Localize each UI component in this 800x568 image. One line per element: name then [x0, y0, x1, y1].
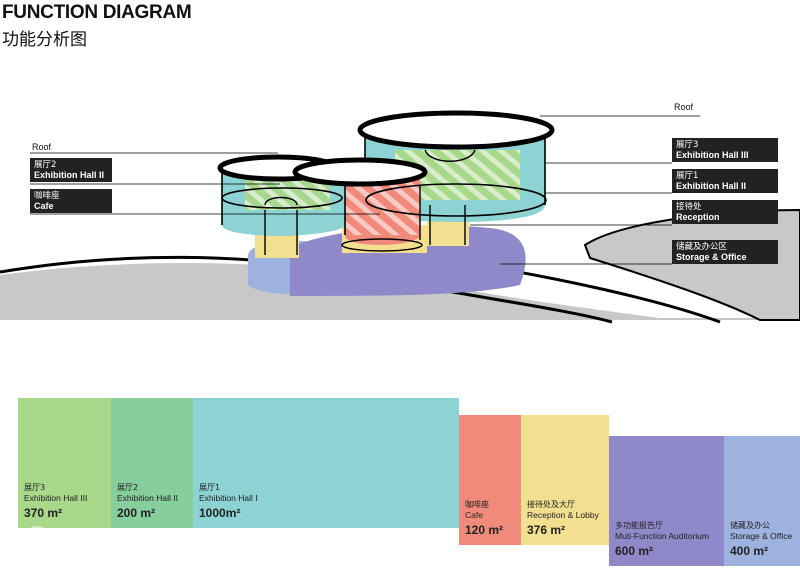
label-roof-right: Roof [674, 102, 694, 112]
label-storage-office: 储藏及办公区 Storage & Office [672, 240, 778, 264]
label-exhibition-hall-2: 展厅2 Exhibition Hall II [30, 158, 112, 182]
area-block-hall1: 展厅1 Exhibition Hall I 1000m² [193, 398, 459, 528]
label-roof-left: Roof [32, 142, 52, 152]
watermark-logo: 筑龙学社 TRUEART.COM [20, 522, 130, 558]
label-exhibition-hall-3: 展厅3 Exhibition Hall III [672, 138, 778, 162]
area-block-auditorium: 多功能报告厅 Muti-Function Auditorium 600 m² [609, 436, 724, 566]
page-title: FUNCTION DIAGRAM [2, 2, 192, 23]
roof-hall3 [357, 110, 555, 150]
watermark-ring-icon [24, 526, 50, 552]
area-block-storage: 储藏及办公 Storage & Office 400 m² [724, 436, 800, 566]
roof-cafe [292, 157, 428, 187]
area-block-reception: 接待处及大厅 Reception & Lobby 376 m² [521, 415, 609, 545]
right-hill-shape [583, 208, 800, 321]
area-block-hall2: 展厅2 Exhibition Hall II 200 m² [111, 398, 193, 528]
label-cafe: 咖啡座 Cafe [30, 189, 112, 213]
area-block-hall3: 展厅3 Exhibition Hall III 370 m² [18, 398, 111, 528]
area-block-cafe: 咖啡座 Cafe 120 m² [459, 415, 521, 545]
page-subtitle: 功能分析图 [2, 30, 87, 50]
label-reception: 接待处 Reception [672, 200, 778, 224]
label-exhibition-hall-1: 展厅1 Exhibition Hall II [672, 169, 778, 193]
